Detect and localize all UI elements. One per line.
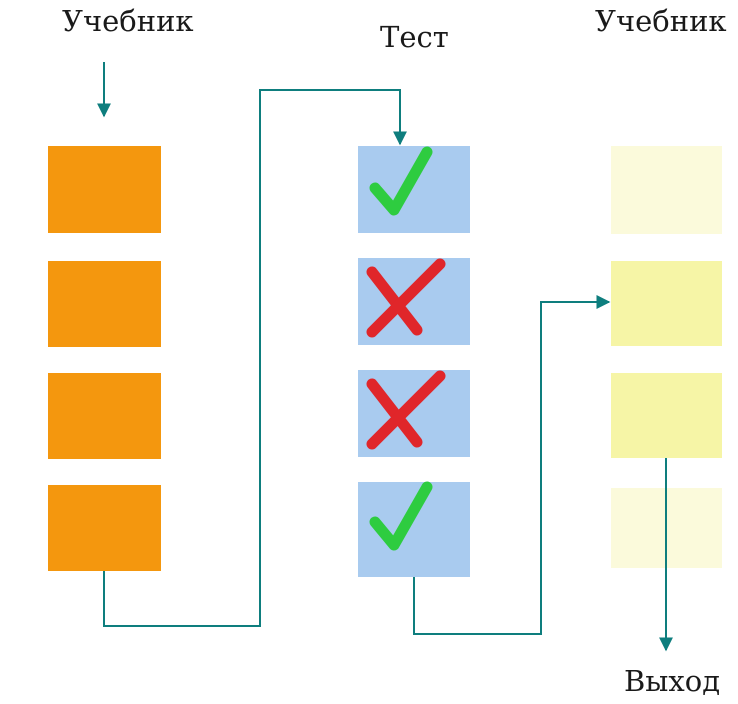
test-to-textbook-connector xyxy=(413,295,611,635)
textbook-block-2 xyxy=(48,261,161,347)
left-column-title: Учебник xyxy=(62,4,194,38)
check-icon xyxy=(369,481,433,551)
textbook-to-test-connector xyxy=(103,89,407,627)
exit-label: Выход xyxy=(624,664,721,698)
right-column-title: Учебник xyxy=(595,4,727,38)
middle-column-title: Тест xyxy=(380,20,449,54)
right-block-1 xyxy=(611,146,722,234)
right-block-3 xyxy=(611,373,722,458)
cross-icon xyxy=(366,258,446,338)
cross-icon xyxy=(366,370,446,450)
textbook-block-1 xyxy=(48,146,161,233)
textbook-block-4 xyxy=(48,485,161,571)
right-block-2 xyxy=(611,261,722,346)
textbook-block-3 xyxy=(48,373,161,459)
check-icon xyxy=(369,146,433,216)
